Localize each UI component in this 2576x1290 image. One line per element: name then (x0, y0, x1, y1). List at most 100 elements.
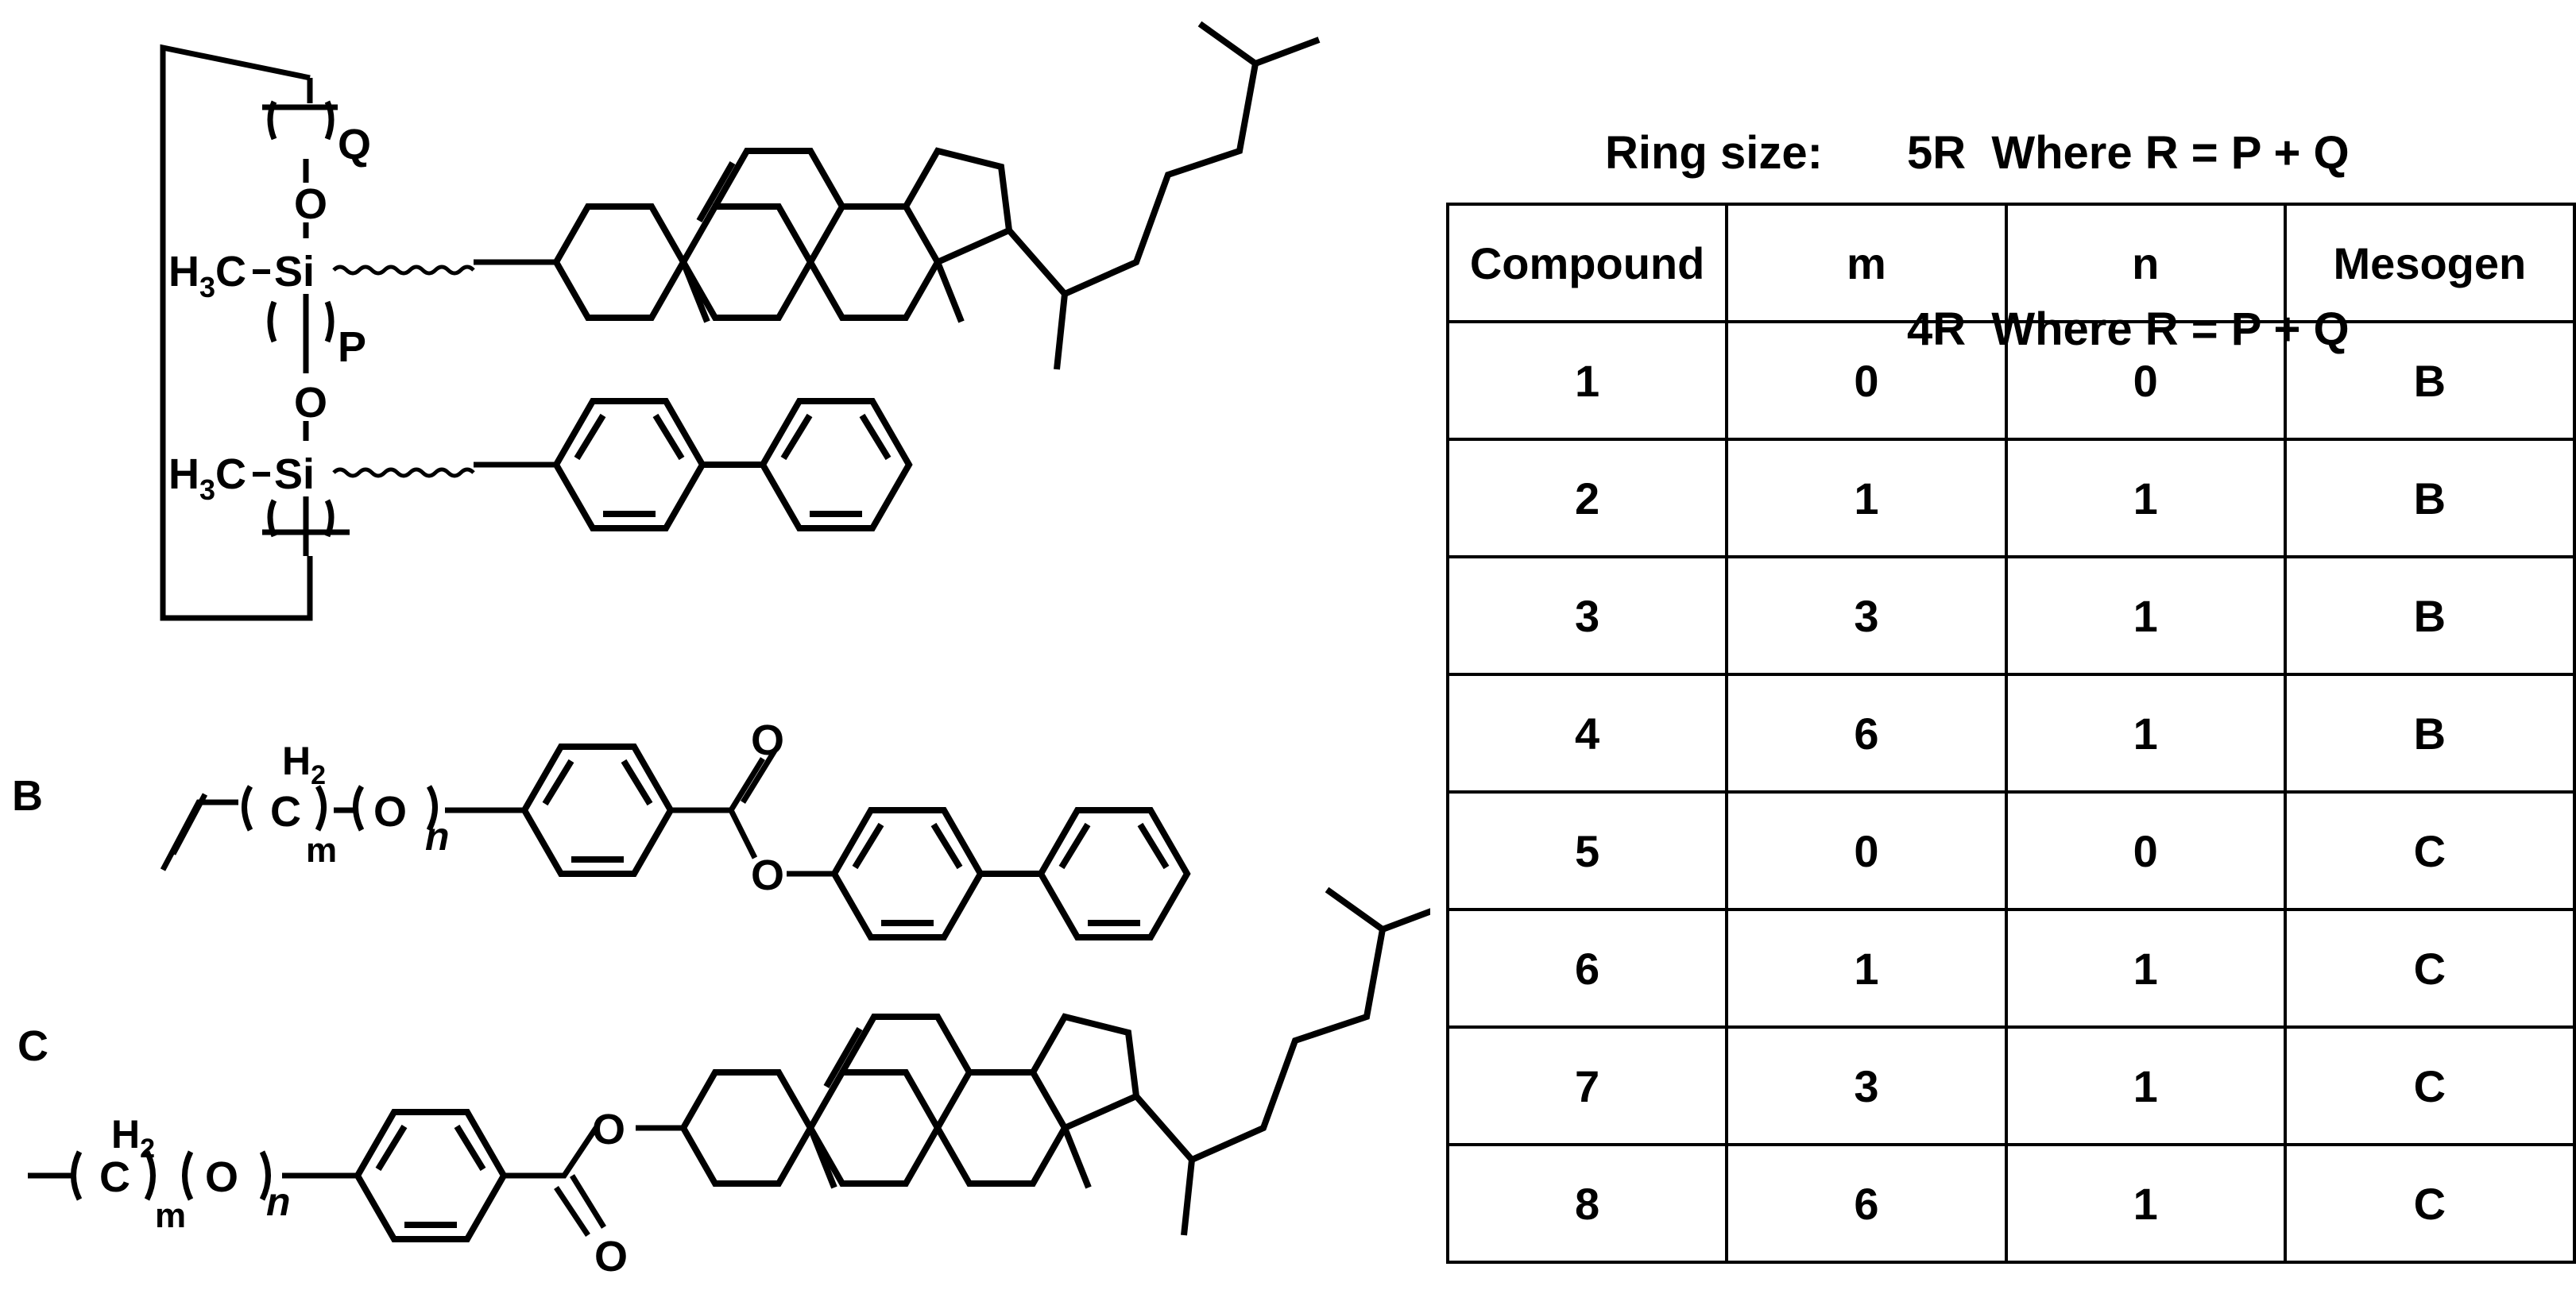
cell-m: 1 (1725, 438, 2008, 558)
oxygen-label-1: O (294, 180, 327, 228)
wavy-bond-1 (332, 265, 475, 276)
paren-b-2 (315, 785, 327, 832)
table-row: 1 0 0 B (1445, 320, 2576, 441)
ring-size-line-1: 5R Where R = P + Q (1907, 127, 2350, 179)
carbonyl-o-c: O (594, 1233, 628, 1280)
cell-m: 6 (1725, 673, 2008, 794)
cyclic-siloxane-structure: Q O H3C Si P O H3C Si (160, 24, 1319, 621)
subscript-m-c: m (155, 1196, 186, 1235)
cell-n: 1 (2004, 555, 2287, 676)
table-row: 8 6 1 C (1445, 1143, 2576, 1264)
carbon-label-b: C (270, 788, 301, 836)
cell-mesogen: B (2283, 438, 2576, 558)
ring-size-row-1: Ring size: 5R Where R = P + Q (1605, 124, 2350, 183)
ester-o-c: O (592, 1106, 625, 1153)
h2-label-b: H2 (282, 739, 326, 790)
biphenyl-ring-b1 (834, 810, 981, 937)
vinyl-bond-b (160, 799, 238, 871)
ester-o-b: O (751, 852, 784, 899)
cell-mesogen: B (2283, 673, 2576, 794)
cholesteryl-group-top (556, 24, 1319, 369)
table-row: 5 0 0 C (1445, 790, 2576, 911)
subscript-q: Q (338, 121, 371, 168)
ester-double-b (741, 749, 777, 804)
oxygen-label-2: O (294, 379, 327, 427)
paren-c-3 (182, 1150, 194, 1201)
ester-bond-b (671, 757, 765, 813)
label-c: C (17, 1022, 48, 1070)
cell-compound: 4 (1445, 673, 1729, 794)
benzoate-ring-c (358, 1112, 504, 1239)
cholesteryl-group-c (683, 890, 1430, 1235)
subscript-n-c: n (266, 1180, 291, 1224)
cell-mesogen: B (2283, 555, 2576, 676)
cell-m: 3 (1725, 1025, 2008, 1146)
table-row: 3 3 1 B (1445, 555, 2576, 676)
cell-m: 1 (1725, 908, 2008, 1029)
cell-n: 1 (2004, 1025, 2287, 1146)
cell-n: 1 (2004, 673, 2287, 794)
cell-m: 6 (1725, 1143, 2008, 1264)
cell-m: 0 (1725, 790, 2008, 911)
carbonyl-bond-c (570, 1174, 606, 1229)
cell-mesogen: B (2283, 320, 2576, 441)
cell-mesogen: C (2283, 1025, 2576, 1146)
biphenyl-ring-b2 (1041, 810, 1187, 937)
cell-n: 1 (2004, 438, 2287, 558)
cell-m: 3 (1725, 555, 2008, 676)
vinyl-double-b (170, 793, 208, 855)
cell-n: 1 (2004, 908, 2287, 1029)
paren-b-3 (353, 785, 365, 832)
table-row: 7 3 1 C (1445, 1025, 2576, 1146)
ring-size-label: Ring size: (1605, 127, 1823, 179)
cell-compound: 2 (1445, 438, 1729, 558)
cell-compound: 5 (1445, 790, 1729, 911)
table-row: 6 1 1 C (1445, 908, 2576, 1029)
cell-n: 1 (2004, 1143, 2287, 1264)
header-m: m (1725, 203, 2008, 323)
silicon-label-1: Si (274, 248, 315, 295)
paren-c-1 (71, 1150, 83, 1201)
cell-mesogen: C (2283, 1143, 2576, 1264)
carbon-label-c: C (99, 1153, 130, 1201)
benzoate-ring-b (524, 747, 671, 874)
oxygen-label-c: O (205, 1153, 238, 1201)
paren-b-1 (242, 785, 253, 832)
carbonyl-double-c (554, 1186, 590, 1237)
subscript-m-b: m (306, 831, 337, 870)
chemical-structures-diagram: Q O H3C Si P O H3C Si B H2 C (12, 0, 1430, 1280)
methyl-h3c-1: H3C (168, 248, 246, 303)
mesogen-b-structure: B H2 C m O n O O (12, 716, 1187, 937)
paren-b-4 (426, 785, 438, 832)
table-row: 2 1 1 B (1445, 438, 2576, 558)
biphenyl-ring-1 (556, 401, 702, 528)
header-compound: Compound (1445, 203, 1729, 323)
cell-n: 0 (2004, 320, 2287, 441)
cell-compound: 8 (1445, 1143, 1729, 1264)
label-b: B (12, 772, 43, 820)
cell-compound: 7 (1445, 1025, 1729, 1146)
ester-bond-c (504, 1126, 598, 1179)
paren-c-2 (144, 1150, 156, 1201)
ring-closure-bracket (160, 44, 313, 621)
subscript-p: P (338, 323, 366, 371)
mesogen-c-structure: C H2 C m O n O O (17, 890, 1430, 1280)
methyl-h3c-2: H3C (168, 450, 246, 506)
cell-compound: 3 (1445, 555, 1729, 676)
cell-m: 0 (1725, 320, 2008, 441)
paren-left-p (267, 300, 277, 343)
ester-single-b (728, 809, 758, 859)
subscript-n-b: n (425, 814, 450, 859)
cell-compound: 1 (1445, 320, 1729, 441)
header-n: n (2004, 203, 2287, 323)
wavy-bond-2 (332, 467, 475, 478)
silicon-label-2: Si (274, 450, 315, 498)
header-mesogen: Mesogen (2283, 203, 2576, 323)
cell-mesogen: C (2283, 908, 2576, 1029)
table-row: 4 6 1 B (1445, 673, 2576, 794)
paren-c-4 (259, 1150, 271, 1201)
cell-mesogen: C (2283, 790, 2576, 911)
cell-compound: 6 (1445, 908, 1729, 1029)
carbonyl-o-b: O (751, 716, 784, 764)
table-header-row: Compound m n Mesogen (1445, 203, 2576, 323)
